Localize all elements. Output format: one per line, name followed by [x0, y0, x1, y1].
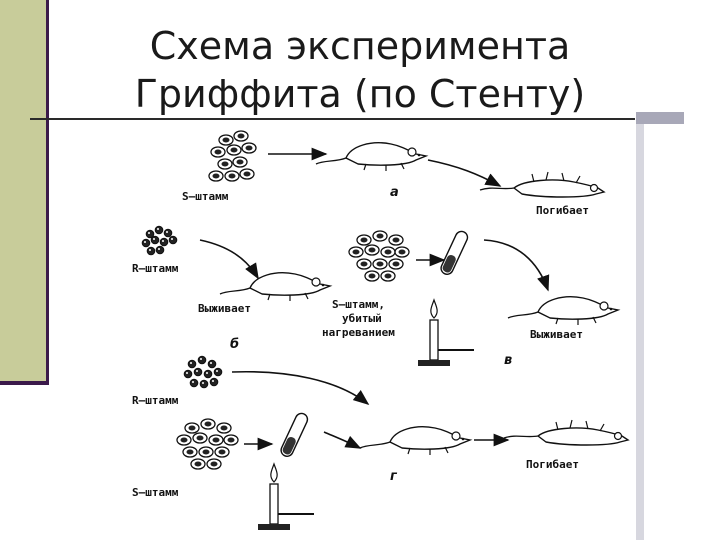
label-letter-b: б	[230, 337, 239, 352]
mouse-survives-b	[219, 272, 331, 302]
diagram-svg: S–штамм а Погибает R–штамм Выживает б	[132, 130, 629, 531]
sidebar-decoration	[0, 0, 49, 384]
panel-shadow	[636, 124, 644, 540]
label-s-strain-a: S–штамм	[182, 190, 229, 203]
label-r-strain-d: R–штамм	[132, 394, 179, 407]
arrow-d1	[231, 370, 370, 405]
test-tube-d	[278, 410, 311, 459]
label-letter-d: г	[390, 469, 398, 484]
r-strain-colony-d	[183, 355, 223, 389]
arrow-a2	[427, 159, 502, 187]
s-strain-colony-d	[176, 418, 239, 470]
label-letter-a: а	[390, 185, 399, 200]
title-underline-accent	[636, 112, 684, 124]
label-result-b: Выживает	[198, 302, 251, 315]
mouse-survives-c	[507, 296, 619, 326]
arrow-c2	[483, 239, 550, 292]
burner-c	[417, 299, 475, 367]
row-b: R–штамм Выживает б	[132, 225, 331, 352]
title-line-1: Схема эксперимента	[149, 24, 571, 68]
mouse-injected-a	[315, 142, 427, 172]
test-tube-c	[438, 228, 471, 277]
label-killed-s-line2: убитый	[342, 312, 382, 325]
griffith-diagram: S–штамм а Погибает R–штамм Выживает б	[128, 122, 636, 540]
mouse-injected-d	[359, 426, 471, 456]
title-line-2: Гриффита (по Стенту)	[134, 72, 586, 116]
label-killed-s-line3: нагреванием	[322, 326, 395, 339]
arrow-b1	[199, 239, 259, 280]
mouse-dead-d	[503, 419, 629, 446]
row-c: S–штамм, убитый нагреванием Выживает в	[322, 228, 619, 368]
row-d: R–штамм S–штамм г Погибает	[132, 355, 629, 531]
label-result-a: Погибает	[536, 204, 589, 217]
label-result-d: Погибает	[526, 458, 579, 471]
sidebar-edge	[0, 381, 49, 385]
label-killed-s-line1: S–штамм,	[332, 298, 385, 311]
burner-d	[257, 463, 315, 531]
s-strain-colony-c	[348, 230, 410, 282]
row-a: S–штамм а Погибает	[182, 130, 605, 217]
label-s-strain-d: S–штамм	[132, 486, 179, 499]
label-r-strain-b: R–штамм	[132, 262, 179, 275]
s-strain-colony-a	[208, 130, 257, 182]
r-strain-colony-b	[141, 225, 178, 256]
arrow-d3	[323, 431, 362, 449]
slide-title: Схема эксперимента Гриффита (по Стенту)	[60, 22, 660, 118]
label-result-c: Выживает	[530, 328, 583, 341]
label-letter-c: в	[504, 353, 512, 368]
title-underline	[30, 118, 635, 120]
